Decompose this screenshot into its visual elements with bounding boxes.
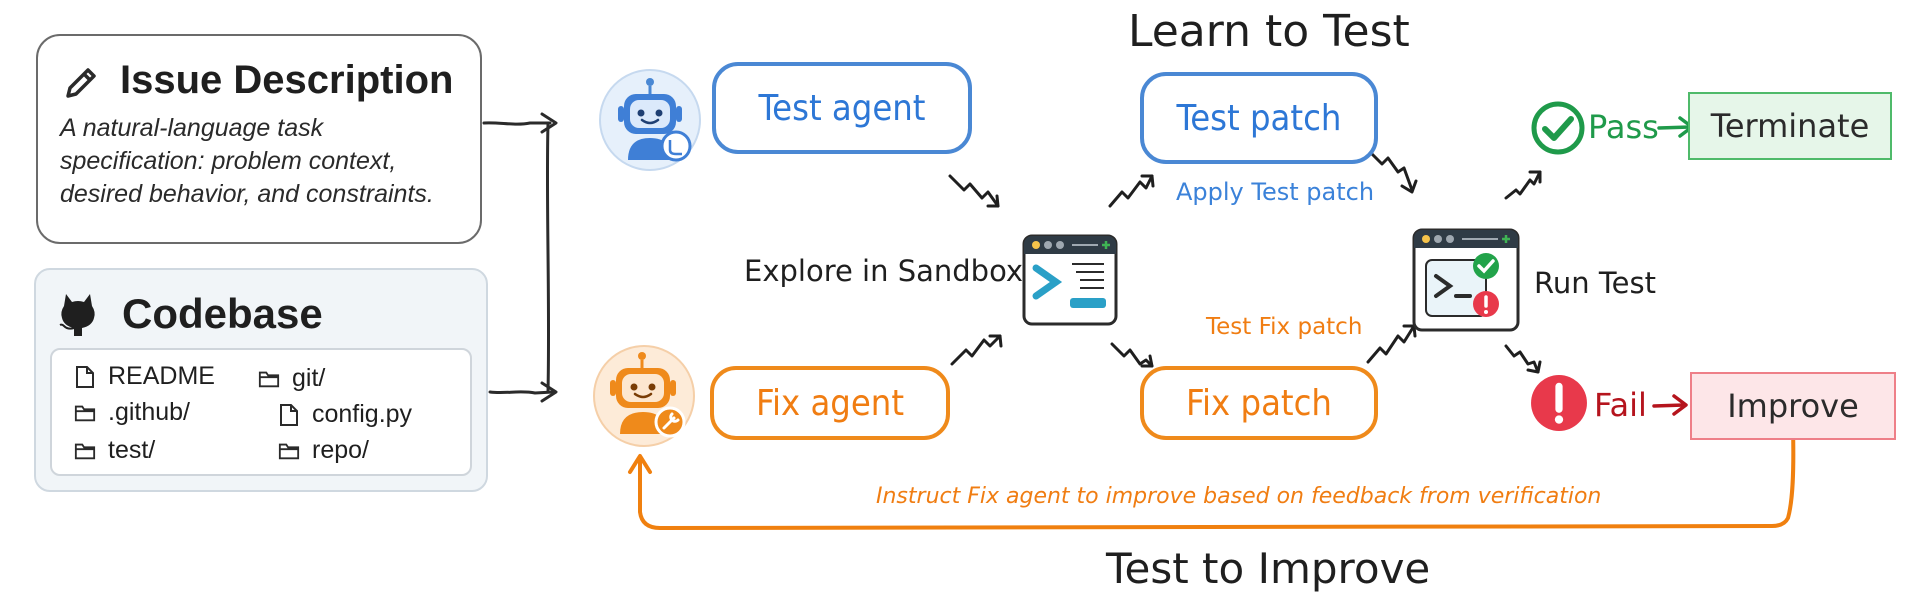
- codebase-title: Codebase: [122, 290, 323, 337]
- pencil-icon: [66, 68, 96, 98]
- entry-label: README: [108, 362, 215, 390]
- folder-icon: [74, 405, 96, 421]
- folder-icon: [258, 371, 280, 387]
- check-circle-icon: [1531, 101, 1585, 155]
- squiggle-arrows: [948, 150, 1542, 374]
- folder-icon: [278, 443, 300, 459]
- list-item: test/: [74, 436, 155, 465]
- improve-box: Improve: [1690, 372, 1896, 440]
- github-icon: [59, 294, 95, 336]
- test-agent-label: Test agent: [758, 87, 926, 129]
- input-connectors: [482, 112, 558, 403]
- pass-label: Pass: [1588, 108, 1659, 146]
- run-test-terminal-icon: [1412, 228, 1520, 332]
- test-agent-box: Test agent: [712, 62, 972, 154]
- sandbox-label: Explore in Sandbox: [744, 254, 1024, 288]
- issue-text: A natural-language task specification: p…: [60, 114, 434, 208]
- entry-label: .github/: [108, 398, 191, 426]
- entry-label: test/: [108, 436, 156, 464]
- folder-icon: [74, 443, 96, 459]
- entry-label: repo/: [312, 436, 369, 464]
- exclamation-circle-icon: [1531, 375, 1587, 431]
- file-icon: [280, 403, 298, 426]
- test-agent-robot-icon: [599, 69, 701, 171]
- file-icon: [76, 365, 94, 388]
- fix-agent-label: Fix agent: [755, 382, 905, 424]
- issue-title: Issue Description: [120, 58, 454, 102]
- file-tree: README git/ .github/ config.py test/ rep…: [50, 348, 472, 476]
- terminate-box: Terminate: [1688, 92, 1892, 160]
- fix-agent-box: Fix agent: [710, 366, 950, 440]
- feedback-loop: [628, 426, 1796, 530]
- terminal-icon: [1022, 234, 1118, 326]
- test-fix-patch-label: Test Fix patch: [1206, 314, 1363, 340]
- run-test-label: Run Test: [1534, 266, 1656, 300]
- apply-test-patch-label: Apply Test patch: [1176, 178, 1375, 206]
- fix-patch-label: Fix patch: [1186, 382, 1332, 424]
- entry-label: config.py: [312, 400, 413, 428]
- feedback-text: Instruct Fix agent to improve based on f…: [876, 484, 1602, 509]
- fail-arrow: [1652, 394, 1688, 416]
- fail-label: Fail: [1594, 386, 1647, 424]
- improve-label: Improve: [1727, 387, 1859, 425]
- list-item: README: [74, 362, 215, 391]
- learn-to-test-heading: Learn to Test: [1128, 6, 1410, 57]
- terminate-label: Terminate: [1710, 107, 1870, 145]
- fix-agent-robot-icon: [593, 345, 695, 447]
- test-to-improve-heading: Test to Improve: [1106, 544, 1431, 593]
- list-item: git/: [258, 364, 325, 393]
- list-item: repo/: [278, 436, 369, 465]
- test-patch-label: Test patch: [1176, 97, 1342, 139]
- fix-patch-box: Fix patch: [1140, 366, 1378, 440]
- entry-label: git/: [292, 364, 326, 392]
- issue-description-card: Issue Description A natural-language tas…: [36, 34, 482, 244]
- test-patch-box: Test patch: [1140, 72, 1378, 164]
- codebase-card: Codebase README git/ .github/ config.py …: [34, 268, 488, 492]
- list-item: config.py: [278, 400, 412, 429]
- list-item: .github/: [74, 398, 190, 427]
